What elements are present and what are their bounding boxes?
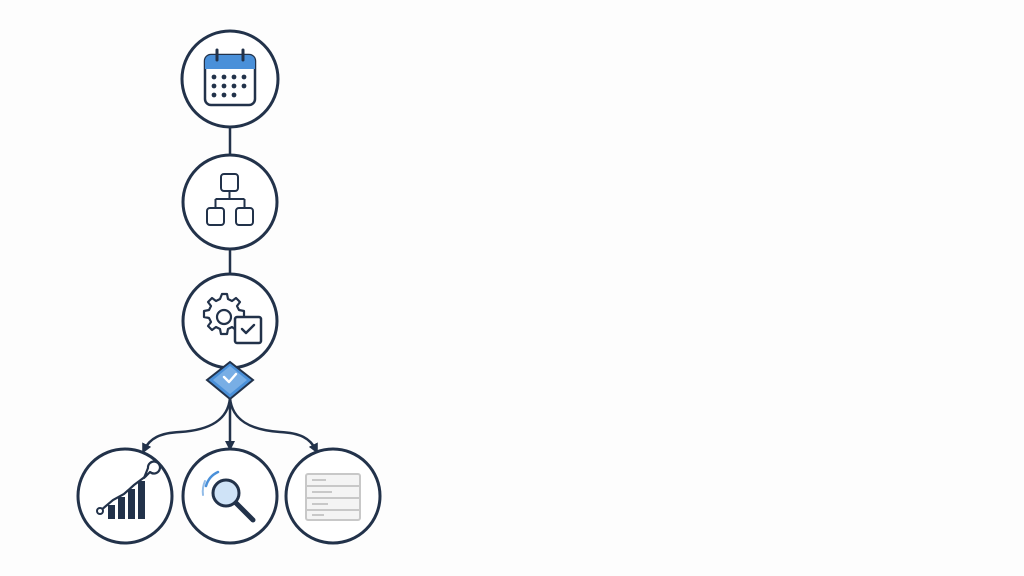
records-node[interactable] [284, 447, 382, 545]
improve-node[interactable] [76, 447, 174, 545]
hierarchy-icon [206, 173, 254, 226]
edge-decision-records [228, 397, 318, 454]
schedule-node[interactable] [180, 29, 280, 129]
decision-node[interactable] [205, 360, 255, 401]
chart-wrench-icon [96, 460, 162, 519]
workflow-node[interactable] [181, 153, 279, 251]
magnifier-icon [201, 470, 256, 523]
diamond-check-icon [205, 360, 255, 401]
document-list-icon [305, 473, 361, 521]
edge-decision-improve [142, 397, 232, 454]
gear-check-icon [202, 292, 263, 345]
process-node[interactable] [181, 272, 279, 370]
inspect-node[interactable] [181, 447, 279, 545]
calendar-icon [203, 48, 257, 107]
